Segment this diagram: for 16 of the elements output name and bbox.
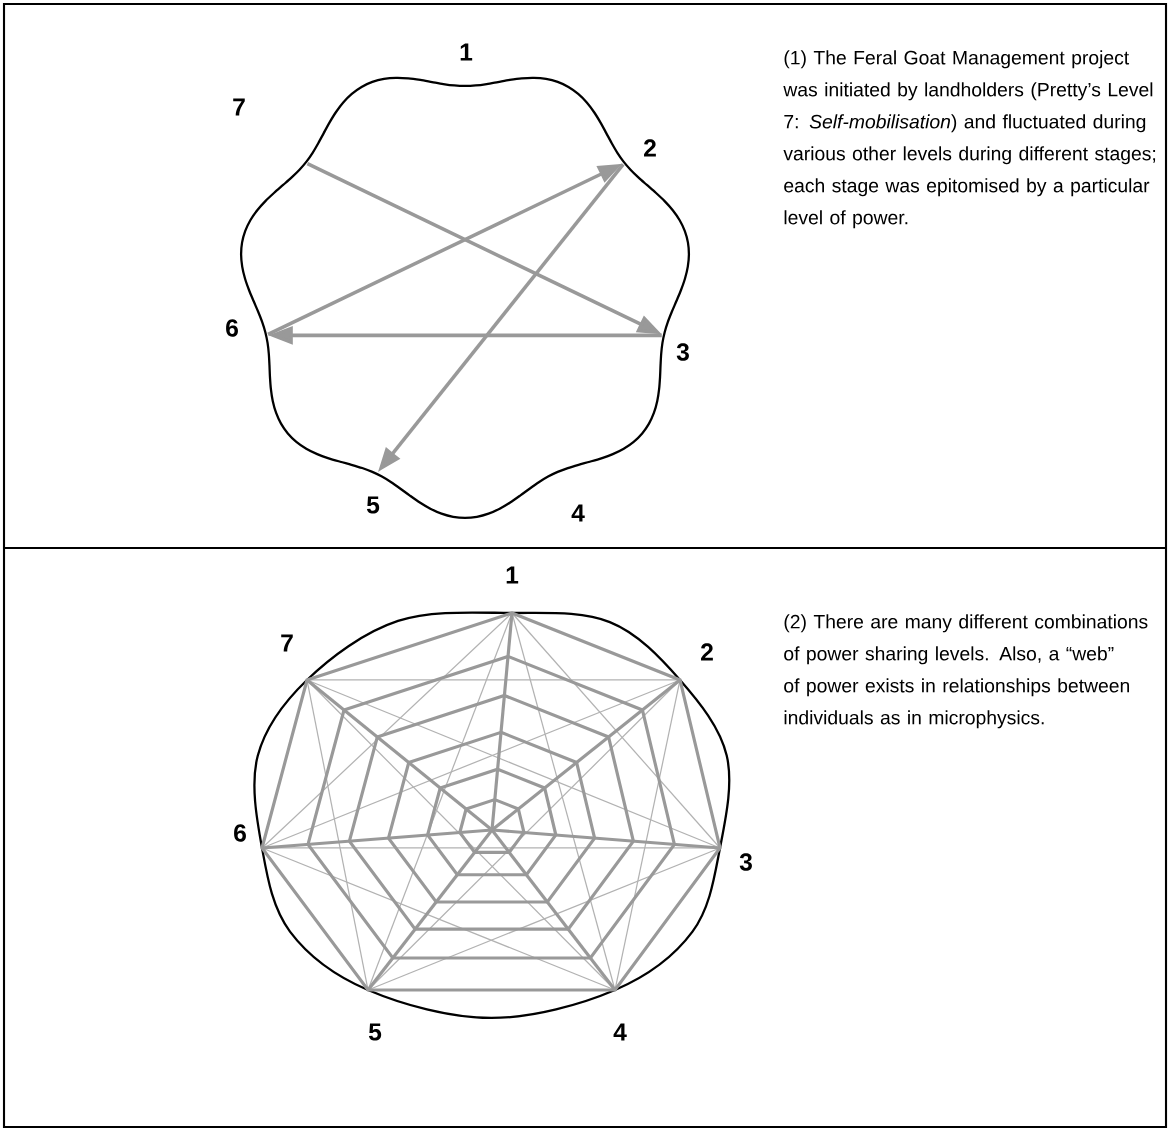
point-number: 3 (676, 343, 689, 361)
point-number: 4 (613, 1023, 627, 1041)
description-text: (2) There are many different combinations of power sharing levels. Also, a “web” of power exists in relationships between individuals as in microphysics. (784, 614, 1148, 729)
point-number: 6 (226, 319, 238, 337)
point-number: 5 (366, 496, 380, 514)
point-number: 2 (701, 643, 713, 661)
point-number: 4 (571, 504, 585, 522)
point-number: 1 (506, 566, 519, 584)
description-text: (1) The Feral Goat Management project was initiated by landholders (Pretty’s Level 7: Self-mobilisation) and fluctuated during various other levels during different stages; each stage was epitomised by a particular level of power. (783, 50, 1156, 229)
point-number: 7 (233, 98, 245, 116)
point-number: 3 (739, 853, 752, 871)
point-number: 2 (644, 139, 656, 157)
point-number: 1 (460, 43, 473, 61)
point-number: 5 (368, 1023, 382, 1041)
point-number: 6 (234, 824, 246, 842)
point-number: 7 (281, 634, 293, 652)
